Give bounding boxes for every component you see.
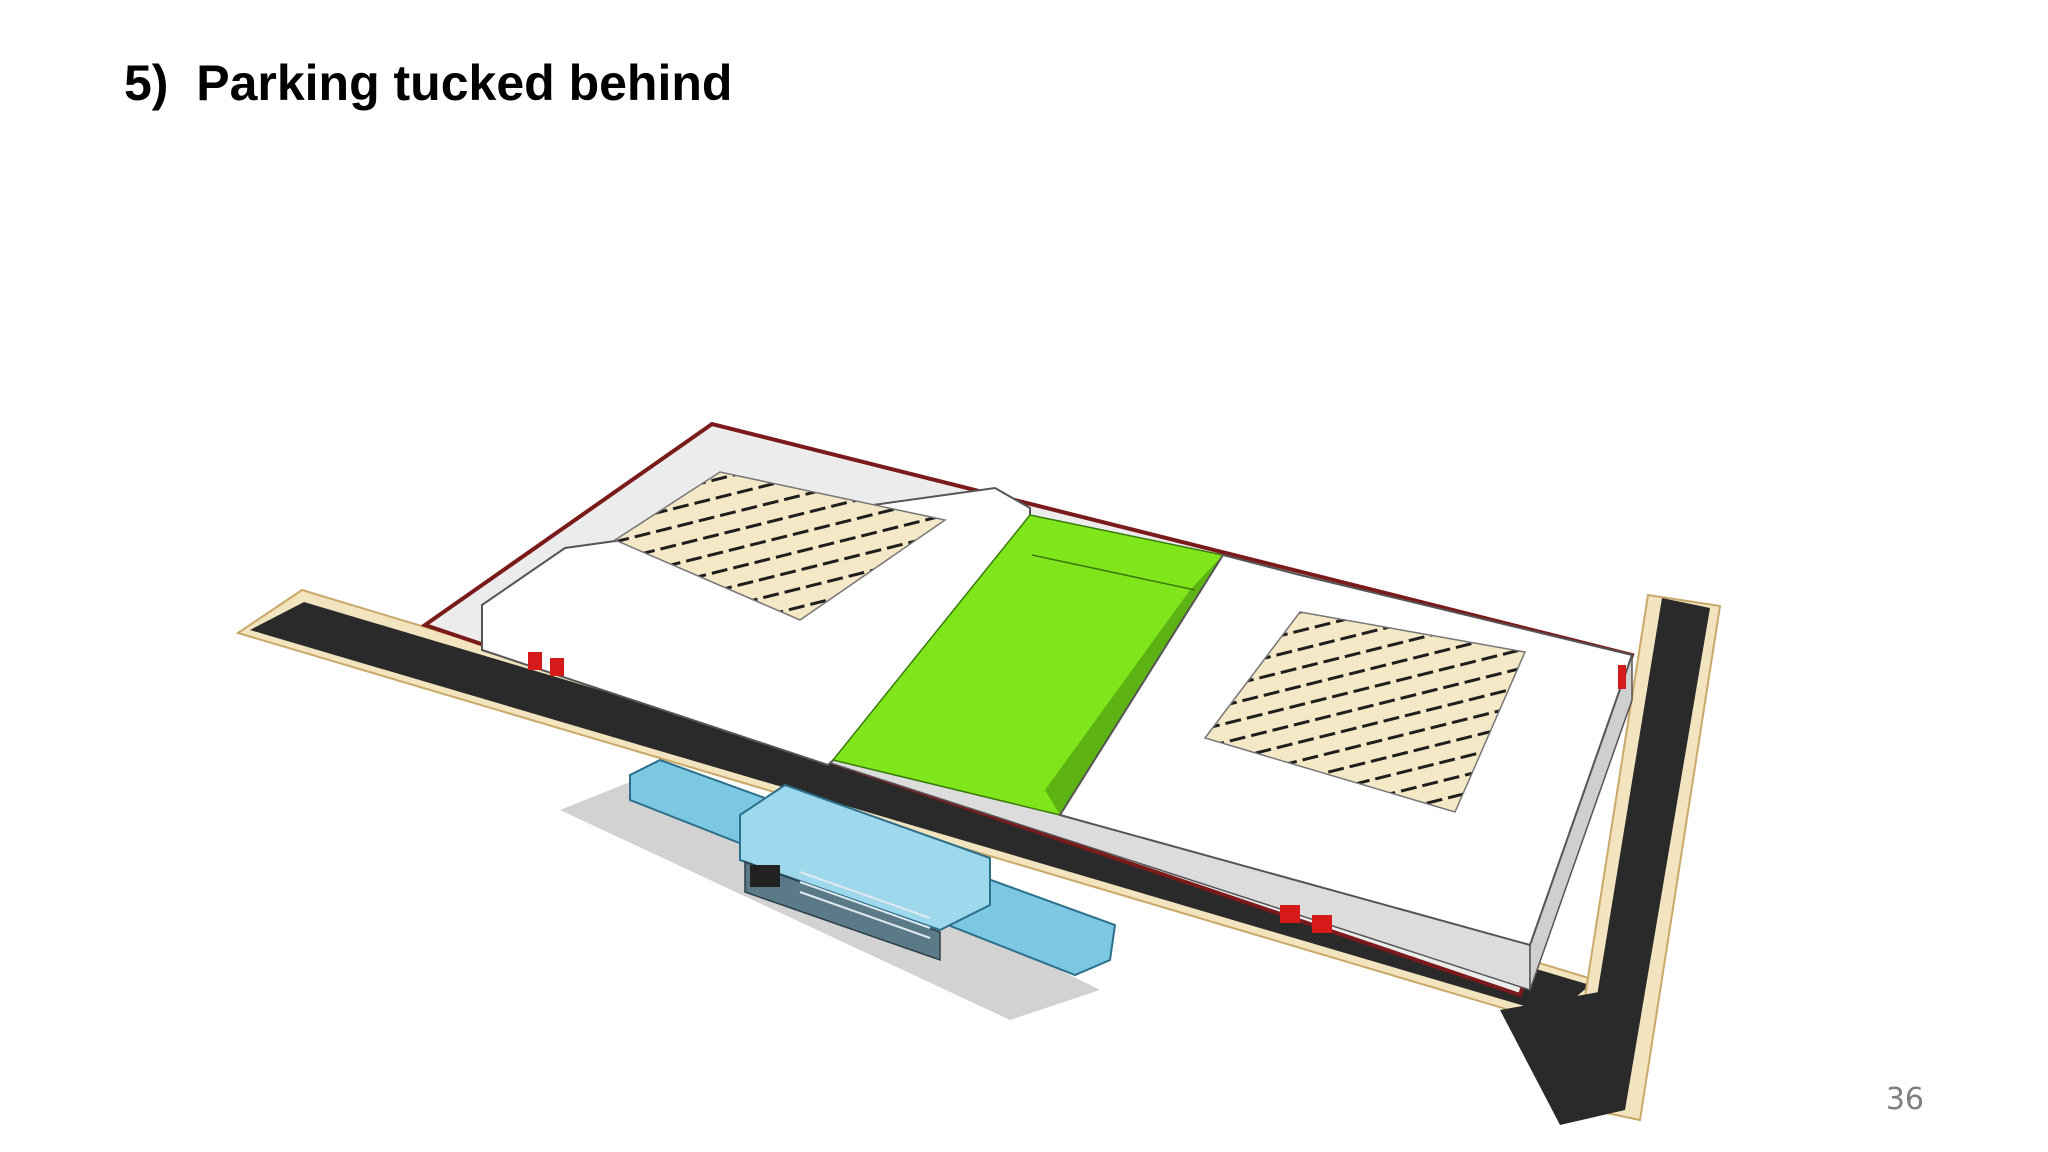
door-left-2 (550, 658, 564, 676)
door-right (1280, 905, 1300, 923)
road-front (250, 602, 1590, 1015)
parking-lot-right-icon (1203, 611, 1527, 813)
slide-title: 5) Parking tucked behind (124, 55, 733, 111)
door-right-2 (1312, 915, 1332, 933)
road-side (1580, 598, 1710, 1110)
green-space-shade (1045, 555, 1223, 815)
parking-lot-left-icon (613, 471, 947, 621)
page-number: 36 (1885, 1082, 1924, 1117)
transit-station-icon (629, 758, 1117, 977)
door-side (1618, 665, 1626, 689)
door-left (528, 652, 542, 670)
road-intersection (1500, 990, 1625, 1125)
